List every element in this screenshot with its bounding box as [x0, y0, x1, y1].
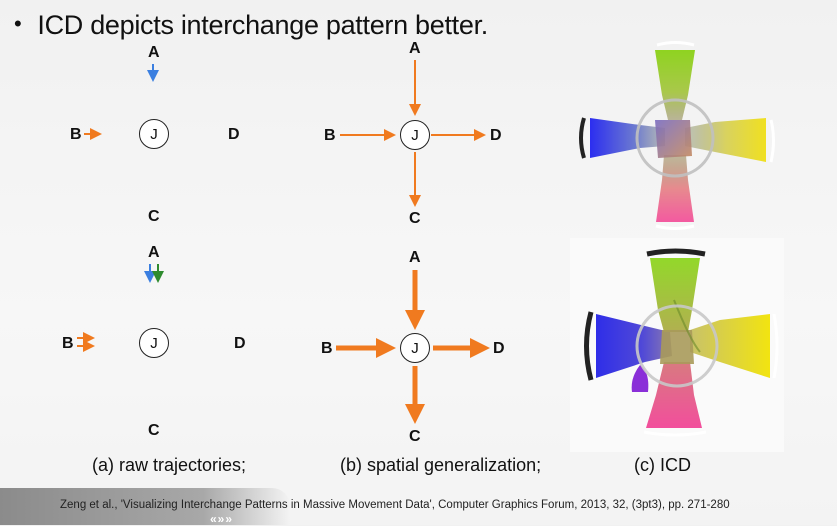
icd-outer-arc-east: [769, 119, 775, 163]
node-d-label: D: [490, 127, 502, 144]
node-c-label: C: [148, 208, 160, 225]
junction-node: J: [400, 120, 430, 150]
bullet-dot: •: [14, 11, 22, 36]
icd-outer-arc-east: [772, 313, 779, 379]
icd-yellow-band: [685, 118, 766, 162]
node-d-label: D: [493, 340, 505, 357]
node-a-label: A: [148, 244, 160, 261]
icd-outer-arc-north: [656, 41, 695, 47]
footer-bar: [0, 488, 290, 525]
caption-spatial-generalization: (b) spatial generalization;: [340, 455, 542, 475]
icd-purple-flow: [631, 365, 649, 392]
footer-citation: Zeng et al., 'Visualizing Interchange Pa…: [60, 499, 730, 511]
junction-node: J: [400, 333, 430, 363]
node-b-label: B: [321, 340, 333, 357]
icd-blue-band: [596, 314, 672, 378]
icd-outer-arc-north: [646, 248, 706, 257]
bullet-point: • ICD depicts interchange pattern better.: [14, 10, 488, 41]
icd-center-mix: [660, 330, 694, 364]
caption-raw-trajectories: (a) raw trajectories;: [92, 455, 247, 475]
junction-node: J: [139, 119, 169, 149]
node-b-label: B: [70, 126, 82, 143]
footer-mark: «»»: [210, 512, 234, 526]
junction-node: J: [139, 328, 169, 358]
icd-center-mix: [655, 120, 692, 158]
icd-pink-band: [646, 362, 702, 428]
icd-pink-band: [656, 155, 694, 222]
node-a-label: A: [409, 249, 421, 266]
icd-junction-ring: [635, 98, 715, 178]
node-c-label: C: [409, 210, 421, 227]
junction-label: J: [150, 334, 158, 352]
icd-green-band: [650, 258, 700, 332]
icd-outer-arc-west: [579, 117, 586, 159]
junction-label: J: [411, 339, 419, 357]
junction-label: J: [411, 126, 419, 144]
node-c-label: C: [409, 428, 421, 445]
node-d-label: D: [228, 126, 240, 143]
bullet-text: ICD depicts interchange pattern better.: [37, 10, 488, 40]
icd-junction-ring: [635, 304, 719, 388]
icd-outer-arc-south: [655, 224, 695, 230]
node-b-label: B: [324, 127, 336, 144]
junction-label: J: [150, 125, 158, 143]
node-b-label: B: [62, 335, 74, 352]
icd-yellow-band: [690, 314, 770, 378]
node-a-label: A: [148, 44, 160, 61]
node-d-label: D: [234, 335, 246, 352]
node-c-label: C: [148, 422, 160, 439]
caption-icd: (c) ICD: [634, 455, 691, 475]
icd-blue-band: [590, 118, 665, 158]
icd-outer-arc-south: [643, 430, 707, 437]
icd-outer-arc-west: [584, 311, 594, 381]
node-a-label: A: [409, 40, 421, 57]
